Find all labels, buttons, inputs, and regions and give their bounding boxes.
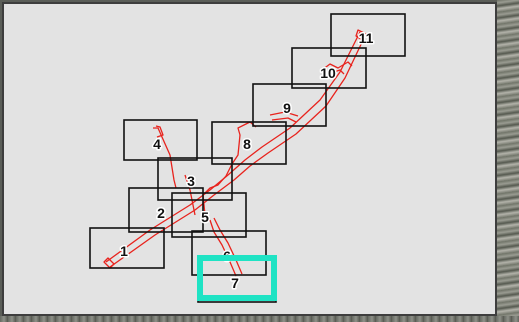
frame-label: 1 <box>120 243 128 259</box>
frame-3[interactable]: 3 <box>157 157 233 201</box>
frame-9[interactable]: 9 <box>252 83 327 127</box>
frame-label: 4 <box>153 136 161 152</box>
frame-8-outline[interactable] <box>211 121 287 165</box>
frame-1[interactable]: 1 <box>89 227 165 269</box>
frame-label: 7 <box>231 275 239 291</box>
frame-label: 8 <box>243 136 251 152</box>
selected-frame-highlight <box>197 255 277 301</box>
aerial-imagery-bottom-edge <box>0 316 519 322</box>
frame-2[interactable]: 2 <box>128 187 204 233</box>
frame-6-outline[interactable] <box>191 230 267 276</box>
frame-label: 2 <box>157 205 165 221</box>
frame-4[interactable]: 4 <box>123 119 198 161</box>
frame-11[interactable]: 11 <box>330 13 406 57</box>
frame-4-outline[interactable] <box>123 119 198 161</box>
frame-11-outline[interactable] <box>330 13 406 57</box>
frame-9-outline[interactable] <box>252 83 327 127</box>
frame-10-outline[interactable] <box>291 47 367 89</box>
frame-label: 5 <box>201 209 209 225</box>
frame-label: 11 <box>359 30 374 46</box>
frame-3-outline[interactable] <box>157 157 233 201</box>
map-panel[interactable] <box>2 2 497 316</box>
frame-10[interactable]: 10 <box>291 47 367 89</box>
frame-label: 9 <box>283 100 291 116</box>
frame-label: 3 <box>187 173 195 189</box>
frame-2-outline[interactable] <box>128 187 204 233</box>
frame-8[interactable]: 8 <box>211 121 287 165</box>
frame-7[interactable]: 7 <box>197 255 277 303</box>
frame-1-outline[interactable] <box>89 227 165 269</box>
frame-5-outline[interactable] <box>171 192 247 238</box>
aerial-imagery-edge <box>497 0 519 322</box>
frame-label: 10 <box>320 65 336 81</box>
frame-5[interactable]: 5 <box>171 192 247 238</box>
